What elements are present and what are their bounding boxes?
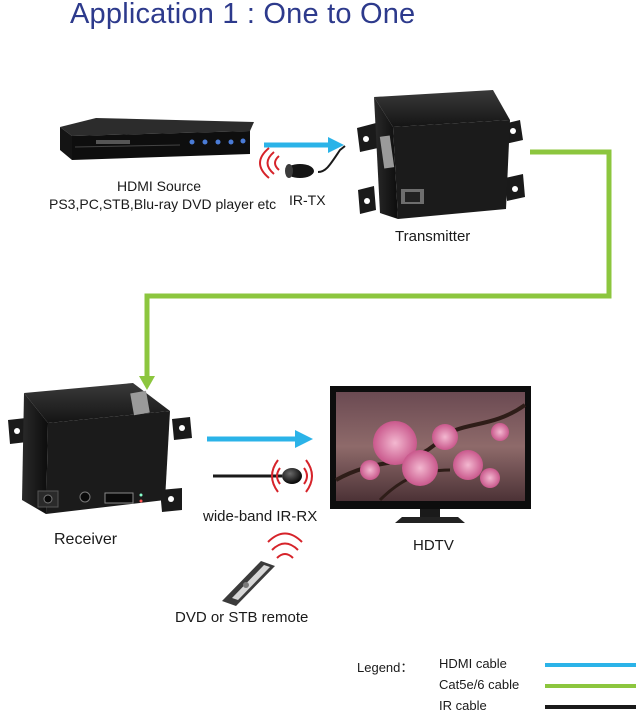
cat-cable-arrowhead	[139, 376, 155, 390]
dvd-player	[60, 118, 254, 160]
legend-label-hdmi: HDMI cable	[439, 656, 507, 671]
transmitter-box	[357, 90, 525, 219]
legend-label-ir: IR cable	[439, 698, 487, 713]
receiver-box	[8, 383, 192, 514]
legend-label-cat: Cat5e/6 cable	[439, 677, 520, 692]
remote-control	[222, 532, 303, 606]
hdmi-source-label: HDMI Source	[117, 178, 202, 194]
ir-rx-receiver	[271, 459, 313, 493]
transmitter-label: Transmitter	[395, 228, 471, 245]
hdtv-label: HDTV	[413, 537, 454, 554]
ir-tx-label: IR-TX	[289, 192, 326, 208]
hdmi-arrowhead-top	[328, 137, 344, 153]
diagram-title: Application 1 : One to One	[70, 0, 416, 30]
hdmi-source-devices-label: PS3,PC,STB,Blu-ray DVD player etc	[49, 196, 277, 212]
hdmi-arrowhead-bottom	[295, 430, 313, 448]
ir-rx-label: wide-band IR-RX	[203, 508, 318, 525]
remote-label: DVD or STB remote	[175, 609, 309, 626]
legend-title: Legend：	[357, 660, 414, 675]
ir-tx-cable	[317, 145, 346, 173]
cat-cable	[144, 149, 612, 381]
hdtv-set	[330, 386, 531, 523]
receiver-label: Receiver	[54, 531, 118, 548]
ir-tx-emitter	[259, 147, 314, 179]
